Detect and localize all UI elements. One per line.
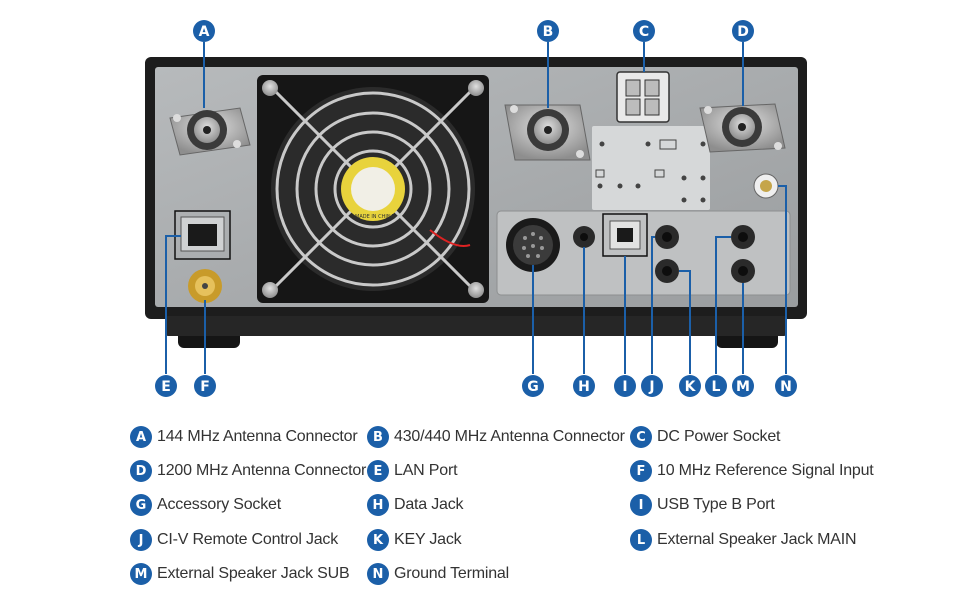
usb-b-port (602, 213, 648, 257)
callout-badge-f: F (194, 375, 216, 397)
speaker-jack-sub (731, 259, 755, 283)
antenna-connector-430 (504, 104, 591, 161)
legend-item-d: D 1200 MHz Antenna Connector (130, 459, 366, 483)
legend-label: 430/440 MHz Antenna Connector (394, 428, 625, 445)
svg-text:I: I (622, 379, 627, 395)
svg-text:J: J (648, 379, 654, 395)
key-jack (655, 259, 679, 283)
dc-power-socket (616, 71, 670, 123)
svg-text:E: E (161, 379, 171, 395)
legend-label: LAN Port (394, 462, 458, 479)
legend-badge: I (630, 494, 652, 516)
legend-badge: D (130, 460, 152, 482)
legend-item-j: J CI-V Remote Control Jack (130, 528, 338, 552)
callout-badge-l: L (705, 375, 727, 397)
svg-text:N: N (780, 379, 792, 395)
callout-badge-e: E (155, 375, 177, 397)
legend-label: 144 MHz Antenna Connector (157, 428, 358, 445)
legend-badge: H (367, 494, 389, 516)
svg-text:A: A (199, 24, 210, 40)
legend-badge: E (367, 460, 389, 482)
legend-badge: A (130, 426, 152, 448)
legend-label: USB Type B Port (657, 496, 775, 513)
legend-label: DC Power Socket (657, 428, 781, 445)
legend-badge: L (630, 529, 652, 551)
accessory-socket (506, 218, 560, 272)
legend-item-h: H Data Jack (367, 493, 464, 517)
legend-badge: M (130, 563, 152, 585)
callout-badge-h: H (573, 375, 595, 397)
legend-item-e: E LAN Port (367, 459, 458, 483)
legend-label: 1200 MHz Antenna Connector (157, 462, 367, 479)
svg-text:L: L (712, 379, 721, 395)
legend-label: KEY Jack (394, 531, 462, 548)
svg-text:M: M (736, 379, 750, 395)
legend-label: External Speaker Jack SUB (157, 565, 350, 582)
cooling-fan: MADE IN CHINA (257, 75, 489, 303)
legend-badge: F (630, 460, 652, 482)
svg-text:G: G (527, 379, 539, 395)
callout-badge-d: D (732, 20, 754, 42)
svg-text:B: B (543, 24, 554, 40)
fan-label: MADE IN CHINA (355, 214, 395, 220)
callout-badge-m: M (732, 375, 754, 397)
legend-item-f: F 10 MHz Reference Signal Input (630, 459, 874, 483)
legend-badge: C (630, 426, 652, 448)
callout-badge-b: B (537, 20, 559, 42)
leader-lines (165, 42, 787, 374)
legend-label: External Speaker Jack MAIN (657, 531, 857, 548)
legend-item-l: L External Speaker Jack MAIN (630, 528, 857, 552)
legend-item-g: G Accessory Socket (130, 493, 281, 517)
legend-badge: G (130, 494, 152, 516)
data-jack (573, 226, 595, 248)
legend-badge: B (367, 426, 389, 448)
legend-item-n: N Ground Terminal (367, 562, 509, 586)
legend-item-k: K KEY Jack (367, 528, 462, 552)
rear-panel-diagram: MADE IN CHINA (145, 20, 807, 397)
antenna-connector-1200 (699, 103, 786, 153)
chassis-bottom (165, 316, 787, 336)
callout-badge-n: N (775, 375, 797, 397)
legend-label: Accessory Socket (157, 496, 281, 513)
legend-item-c: C DC Power Socket (630, 425, 780, 449)
legend-item-m: M External Speaker Jack SUB (130, 562, 350, 586)
legend-label: Ground Terminal (394, 565, 509, 582)
callout-badge-k: K (679, 375, 701, 397)
legend-item-b: B 430/440 MHz Antenna Connector (367, 425, 625, 449)
speaker-jack-main (731, 225, 755, 249)
callout-badge-g: G (522, 375, 544, 397)
legend-item-i: I USB Type B Port (630, 493, 775, 517)
svg-text:H: H (578, 379, 590, 395)
legend-item-a: A 144 MHz Antenna Connector (130, 425, 358, 449)
callout-badge-a: A (193, 20, 215, 42)
legend-badge: J (130, 529, 152, 551)
reference-input-connector (188, 269, 222, 303)
ground-terminal (753, 173, 779, 199)
svg-text:K: K (685, 379, 697, 395)
callout-badge-c: C (633, 20, 655, 42)
svg-text:C: C (639, 24, 649, 40)
callout-badge-j: J (641, 375, 663, 397)
callout-badge-i: I (614, 375, 636, 397)
legend-label: 10 MHz Reference Signal Input (657, 462, 874, 479)
legend-badge: N (367, 563, 389, 585)
legend-label: Data Jack (394, 496, 464, 513)
legend-badge: K (367, 529, 389, 551)
svg-text:D: D (737, 24, 749, 40)
antenna-connector-144 (169, 107, 251, 156)
svg-text:F: F (200, 379, 210, 395)
legend-label: CI-V Remote Control Jack (157, 531, 339, 548)
ci-v-jack (655, 225, 679, 249)
panel-label-plate (592, 126, 710, 210)
